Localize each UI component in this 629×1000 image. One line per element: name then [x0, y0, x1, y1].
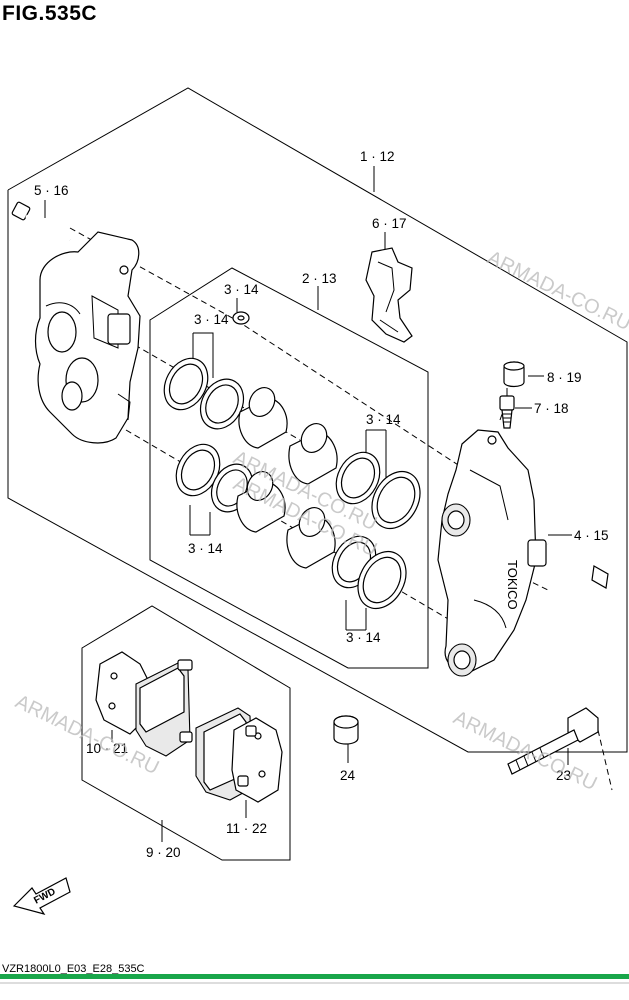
label-3-14-lower-left: 3 · 14: [188, 541, 223, 556]
label-1-12: 1 · 12: [360, 149, 395, 164]
label-3-14-upper-left: 3 · 14: [194, 312, 229, 327]
label-3-14-upper-right: 3 · 14: [366, 412, 401, 427]
label-4-15: 4 · 15: [574, 528, 609, 543]
bottom-rule: [0, 982, 629, 984]
washer-3-icon: [232, 311, 250, 325]
pad-set-frame: [81, 605, 291, 861]
label-3-14-lower-right: 3 · 14: [346, 630, 381, 645]
label-7-18: 7 · 18: [534, 401, 569, 416]
label-6-17: 6 · 17: [372, 216, 407, 231]
bolt-5-icon: [11, 201, 71, 242]
figure-title: FIG.535C: [2, 2, 98, 25]
fwd-arrow-icon: FWD: [12, 877, 71, 915]
collar-24-icon: [333, 715, 359, 745]
watermark-top-right: ARMADA-CO.RU: [484, 247, 629, 335]
pistons-icon: [236, 387, 338, 569]
piston-seals-upper-icon: [163, 357, 245, 430]
brake-pad-11-icon: [195, 707, 283, 803]
label-11-22: 11 · 22: [226, 821, 267, 836]
bleeder-cap-8-icon: [503, 361, 525, 388]
bottom-stripe: [0, 974, 629, 979]
piston-seals-right-icon: [331, 451, 421, 610]
caliper-outer-half-icon: [34, 231, 141, 444]
figure-code: VZR1800L0_E03_E28_535C: [2, 963, 145, 975]
label-8-19: 8 · 19: [547, 370, 582, 385]
label-5-16: 5 · 16: [34, 183, 69, 198]
assembly-frame: [7, 87, 628, 753]
label-10-21: 10 · 21: [86, 741, 128, 756]
caliper-inner-half-icon: TOKICO: [437, 429, 547, 677]
mounting-bolt-23-icon: [507, 707, 613, 791]
label-24: 24: [340, 768, 356, 783]
piston-seals-lower-icon: [175, 443, 254, 513]
piston-kit-frame: [149, 267, 429, 669]
brake-pad-10-icon: [95, 651, 193, 757]
label-23: 23: [556, 768, 571, 783]
label-3-14-top: 3 · 14: [224, 282, 259, 297]
bolt-4-icon: [546, 542, 609, 589]
label-9-20: 9 · 20: [146, 845, 181, 860]
caliper-brand-text: TOKICO: [505, 560, 520, 610]
pad-spring-6-icon: [365, 247, 413, 343]
bleeder-valve-7-icon: [499, 388, 515, 429]
label-2-13: 2 · 13: [302, 271, 337, 286]
